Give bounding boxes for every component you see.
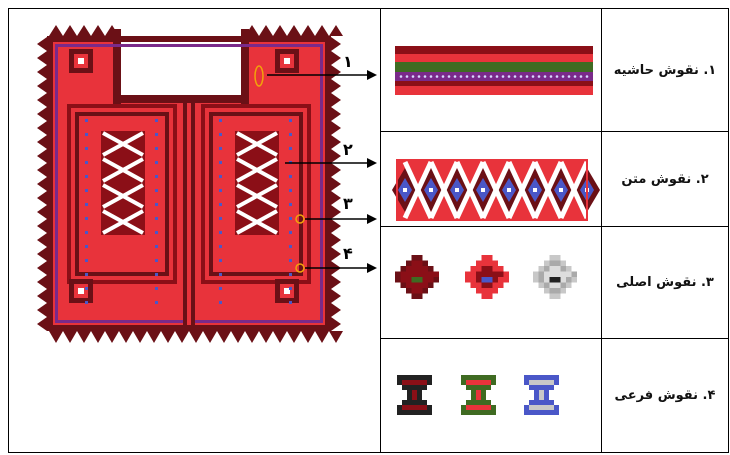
field-lattice-swatch: [381, 132, 601, 226]
embroidery-figure-cell: ۱ ۲ ۳ ۴: [8, 8, 381, 453]
row-3-swatch-cell: [380, 226, 602, 339]
callout-arrowhead-2: [367, 158, 377, 168]
secondary-motif-blue: [524, 375, 559, 415]
label-secondary-patterns: ۴. نقوش فرعی: [615, 388, 716, 403]
main-motifs-swatch: [381, 227, 601, 338]
label-border-patterns: ۱. نقوش حاشیه: [614, 63, 716, 78]
row-2-swatch-cell: [380, 131, 602, 227]
secondary-motifs-swatch: [381, 339, 601, 452]
secondary-motif-black: [397, 375, 432, 415]
callout-number-3: ۳: [343, 194, 353, 213]
row-1-swatch-cell: [380, 8, 602, 132]
callout-arrowhead-1: [367, 70, 377, 80]
label-main-patterns: ۳. نقوش اصلی: [616, 275, 714, 290]
callout-arrowhead-3: [367, 214, 377, 224]
row-4-swatch-cell: [380, 338, 602, 453]
embroidered-yoke-illustration: ۱ ۲ ۳ ۴: [9, 9, 382, 454]
row-2-label-cell: ۲. نقوش متن: [601, 131, 729, 227]
main-motif-gray: [533, 255, 577, 299]
main-motif-maroon: [395, 255, 439, 299]
callout-arrowhead-4: [367, 263, 377, 273]
border-stripes-swatch: [381, 9, 601, 131]
row-1-label-cell: ۱. نقوش حاشیه: [601, 8, 729, 132]
label-field-patterns: ۲. نقوش متن: [621, 172, 708, 187]
secondary-motif-green: [461, 375, 496, 415]
callout-number-1: ۱: [343, 52, 353, 71]
callout-number-2: ۲: [343, 140, 353, 159]
row-4-label-cell: ۴. نقوش فرعی: [601, 338, 729, 453]
main-motif-red: [465, 255, 509, 299]
callout-number-4: ۴: [343, 244, 353, 263]
row-3-label-cell: ۳. نقوش اصلی: [601, 226, 729, 339]
